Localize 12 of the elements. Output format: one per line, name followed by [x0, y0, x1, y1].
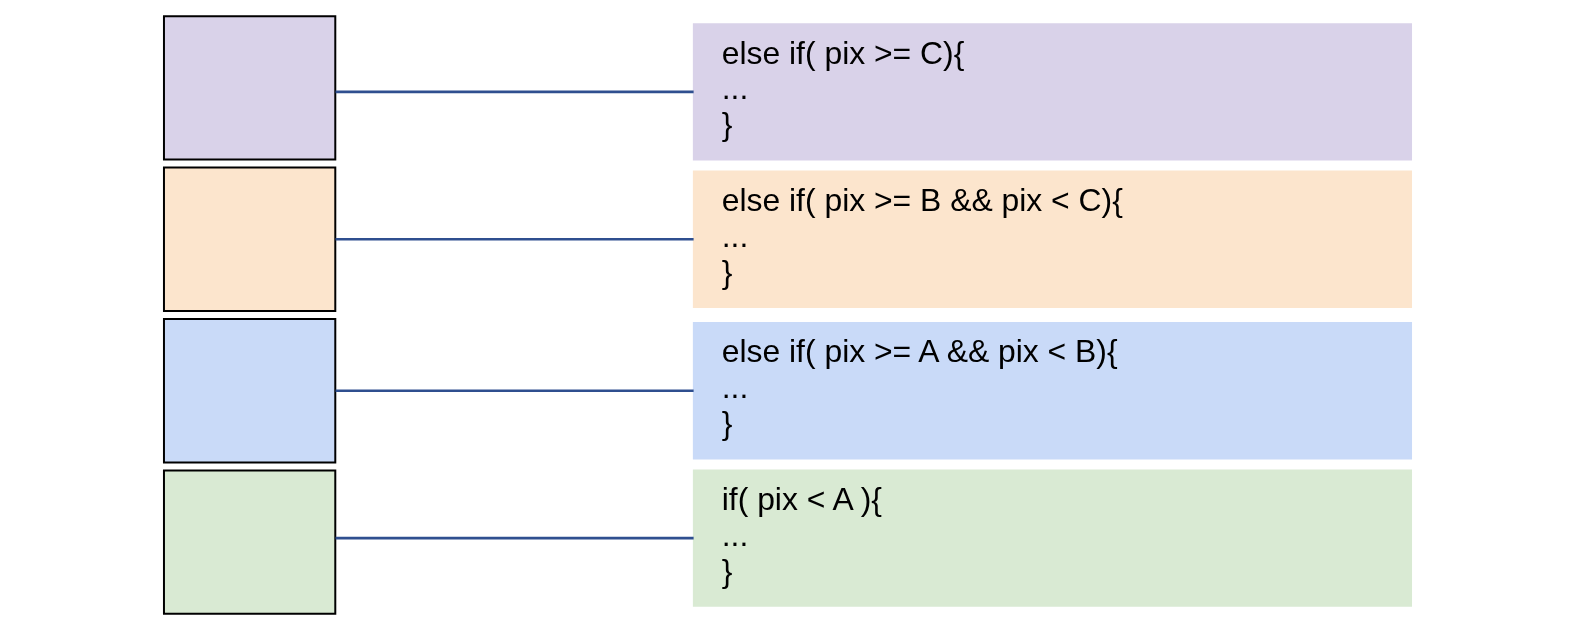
- node-box: else if( pix >= A && pix < B){ ... }: [692, 321, 1412, 460]
- node-box: [162, 318, 336, 464]
- connector: [335, 536, 694, 540]
- node-box: [162, 15, 336, 161]
- connector: [335, 389, 694, 392]
- node-box: [162, 469, 336, 615]
- node-box: [162, 166, 336, 312]
- connector: [335, 238, 694, 241]
- node-box: if( pix < A ){ ... }: [692, 469, 1412, 607]
- node-box: else if( pix >= C){ ... }: [692, 23, 1412, 161]
- node-box: else if( pix >= B && pix < C){ ... }: [692, 170, 1412, 309]
- connector: [335, 90, 694, 94]
